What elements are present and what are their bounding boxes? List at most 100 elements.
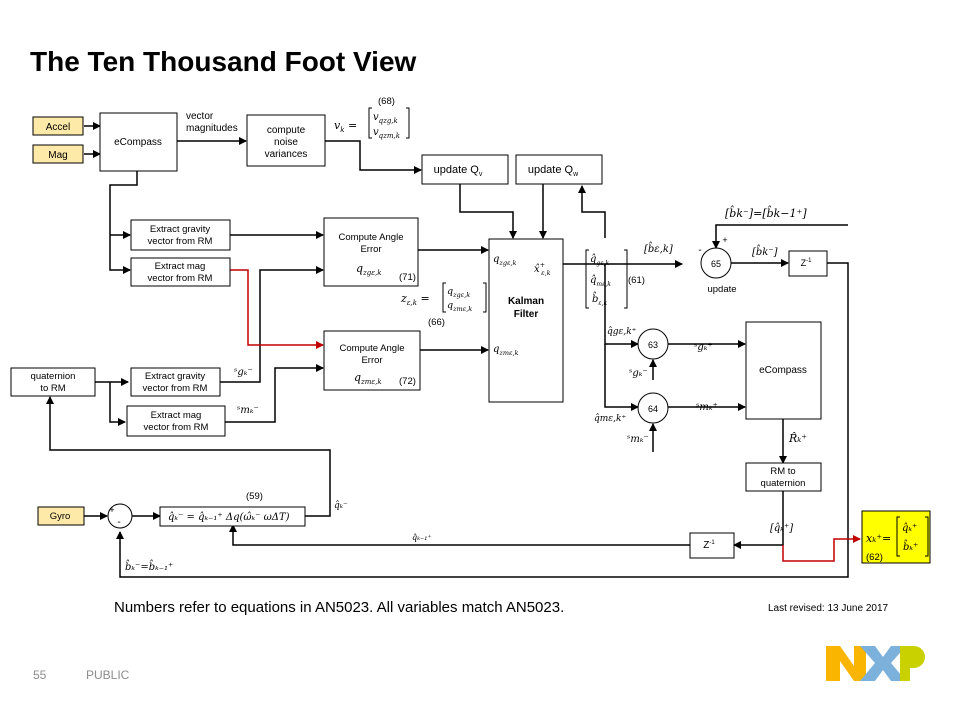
q-zg-label: qzgε,k (356, 262, 381, 277)
revised-date: Last revised: 13 June 2017 (768, 603, 889, 614)
delay-top-block (788, 250, 828, 277)
wires (46, 122, 849, 578)
angle-error-m-2: Error (361, 355, 382, 366)
angle-error-m-block (323, 330, 421, 391)
extract-mag-top-2: vector from RM (148, 273, 213, 284)
block-labels: Accel Mag eCompass vector magnitudes com… (31, 111, 813, 551)
s-g-minus-left: ˢgₖ⁻ (234, 367, 253, 378)
ecompass-right-block (745, 321, 822, 420)
state-row-b: b̂ε,k (592, 292, 608, 307)
noise-variances-block (246, 114, 326, 167)
mag-label: Mag (48, 150, 67, 161)
q-m-eps-small: q̂mε,k⁺ (594, 413, 626, 424)
nxp-logo (826, 646, 925, 681)
delay-top-label: Z-1 (801, 258, 812, 268)
output-state-block (861, 510, 931, 564)
s-m-minus-right: ˢmₖ⁻ (627, 434, 649, 445)
extract-gravity-top-2: vector from RM (148, 236, 213, 247)
s-g-plus: ˢgₖ⁺ (694, 342, 713, 353)
extract-gravity-bottom-block (130, 367, 221, 397)
circle-65 (700, 247, 732, 279)
rm-quat-1: RM to (770, 466, 795, 477)
update-qw-block (515, 154, 603, 185)
s-m-plus: ˢmₖ⁺ (696, 402, 718, 413)
v-row1: vqzg,k (373, 112, 398, 125)
logo-n-shape (826, 646, 866, 681)
q-g-eps-small: q̂gε,k⁺ (607, 326, 637, 337)
eq66-label: (66) (428, 317, 445, 328)
sum-junction-gyro (107, 503, 133, 529)
slide-title: The Ten Thousand Foot View (30, 46, 417, 77)
z-row2: qzmε,k (447, 300, 472, 313)
ecompass-top-block (99, 112, 178, 172)
equation-labels: (68) vk = vqzg,k vqzm,k qzgε,k (71) qzmε… (125, 96, 929, 573)
gyro-block (37, 506, 85, 526)
extract-mag-bottom-2: vector from RM (144, 422, 209, 433)
output-x-label: xₖ⁺= (866, 532, 891, 545)
eq71-label: (71) (399, 272, 416, 283)
ecompass-right-label: eCompass (759, 365, 807, 376)
q-plus-label: [q̂ₖ⁺] (770, 523, 793, 534)
kalman-in-g: qzgε,k (493, 254, 517, 267)
state-row-g: q̂gε,k (590, 254, 609, 267)
quat-rm-1: quaternion (31, 371, 76, 382)
b-feedback-label: b̂ₖ⁻=b̂ₖ₋₁⁺ (125, 560, 173, 573)
extract-gravity-bottom-1: Extract gravity (145, 371, 205, 382)
eq61-label: (61) (628, 275, 645, 286)
eq59-label: (59) (246, 491, 263, 502)
q-zm-label: qzmε,k (354, 371, 382, 386)
s-g-minus-right: ˢgₖ⁻ (629, 368, 648, 379)
circle-63-label: 63 (648, 340, 658, 350)
b-update-equation: [b̂k⁻]=[b̂k−1⁺] (725, 206, 807, 220)
b-eps-label: [b̂ε,k] (644, 242, 673, 255)
delay-bottom-label: Z-1 (703, 540, 715, 551)
sum65-minus: - (698, 245, 701, 256)
v-matrix-brackets (368, 107, 410, 139)
highlight-wires (230, 269, 861, 562)
noise-label-3: variances (265, 149, 308, 160)
quat-rm-2: to RM (40, 383, 65, 394)
circle-63 (637, 328, 669, 360)
gyro-equation: q̂ₖ⁻ = q̂ₖ₋₁⁺ Δq(ω̂ₖ⁻ ωΔT) (168, 512, 290, 523)
update-label: update (707, 284, 736, 295)
quaternion-to-rm-block (10, 367, 96, 397)
extract-mag-bottom-block (126, 405, 226, 437)
rm-to-quaternion-block (745, 462, 822, 492)
z-eps-lhs: zε,k = (400, 292, 430, 307)
extract-gravity-top-1: Extract gravity (150, 224, 210, 235)
angle-error-g-2: Error (360, 244, 381, 255)
v-row2: vqzm,k (373, 127, 400, 140)
mag-block (32, 144, 84, 164)
state-row-m: q̂mε,k (590, 275, 611, 288)
accel-block (32, 116, 84, 136)
logo-p-shape (900, 646, 925, 681)
circle-64 (637, 392, 669, 424)
vector-magnitudes-line2: magnitudes (186, 123, 238, 134)
noise-label-1: compute (267, 125, 306, 136)
ecompass-top-label: eCompass (114, 137, 162, 148)
update-qv-block (421, 154, 509, 185)
blocks (10, 112, 931, 564)
angle-error-g-1: Compute Angle (339, 232, 404, 243)
sum-plus: + (109, 505, 114, 515)
angle-error-g-block (323, 217, 419, 287)
logo-x-shape (860, 646, 906, 681)
noise-label-2: noise (274, 137, 298, 148)
z-matrix-brackets (442, 282, 487, 313)
extract-gravity-top-block (130, 219, 231, 251)
footnote: Numbers refer to equations in AN5023. Al… (114, 599, 565, 616)
z-row1: qzgε,k (447, 286, 470, 299)
q-k-minus-label: q̂ₖ⁻ (334, 500, 348, 511)
extract-mag-top-block (130, 257, 231, 287)
accel-label: Accel (46, 122, 70, 133)
gyro-integration-block (159, 506, 306, 527)
page-number: 55 (33, 668, 47, 682)
extract-mag-top-1: Extract mag (155, 261, 206, 272)
vector-magnitudes-line1: vector (186, 111, 214, 122)
classification-label: PUBLIC (86, 668, 130, 682)
gyro-label: Gyro (50, 511, 71, 522)
update-qw-label: update Qw (528, 164, 579, 178)
kalman-label-1: Kalman (508, 296, 544, 307)
s-m-minus-left: ˢmₖ⁻ (237, 405, 259, 416)
